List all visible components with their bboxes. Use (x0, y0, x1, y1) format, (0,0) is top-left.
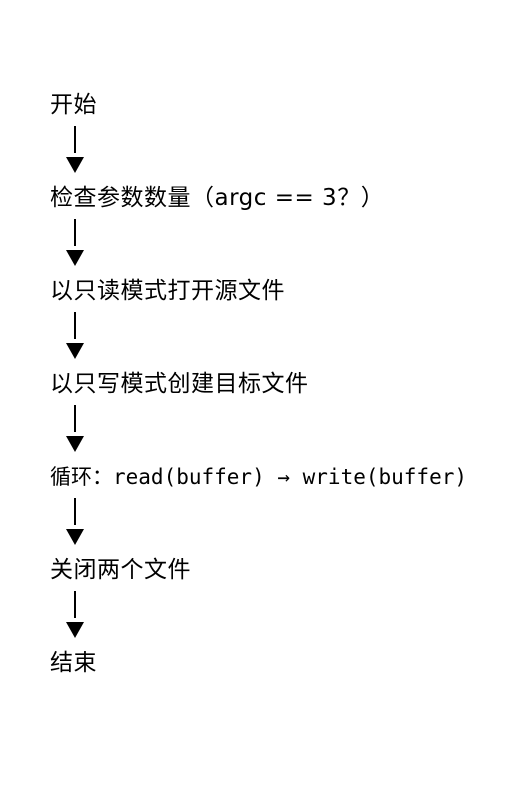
step-end: 结束 (50, 650, 97, 676)
connector-line (74, 219, 76, 246)
connector-6 (50, 587, 520, 646)
down-arrow-icon (66, 250, 84, 266)
flowchart: 开始 检查参数数量（argc == 3？） 以只读模式打开源文件 以只写模式创建… (50, 88, 520, 680)
connector-4 (50, 401, 520, 460)
down-arrow-icon (66, 157, 84, 173)
down-arrow-icon (66, 529, 84, 545)
step-close-files: 关闭两个文件 (50, 557, 191, 583)
step-check-args: 检查参数数量（argc == 3？） (50, 185, 385, 211)
step-start: 开始 (50, 92, 97, 118)
connector-line (74, 126, 76, 153)
connector-2 (50, 215, 520, 274)
connector-5 (50, 494, 520, 553)
step-copy-loop: 循环：read(buffer) → write(buffer) (50, 465, 468, 489)
connector-line (74, 591, 76, 618)
down-arrow-icon (66, 622, 84, 638)
step-open-source: 以只读模式打开源文件 (50, 278, 285, 304)
connector-1 (50, 122, 520, 181)
step-create-target: 以只写模式创建目标文件 (50, 371, 309, 397)
connector-line (74, 405, 76, 432)
down-arrow-icon (66, 343, 84, 359)
connector-line (74, 498, 76, 525)
down-arrow-icon (66, 436, 84, 452)
connector-line (74, 312, 76, 339)
connector-3 (50, 308, 520, 367)
